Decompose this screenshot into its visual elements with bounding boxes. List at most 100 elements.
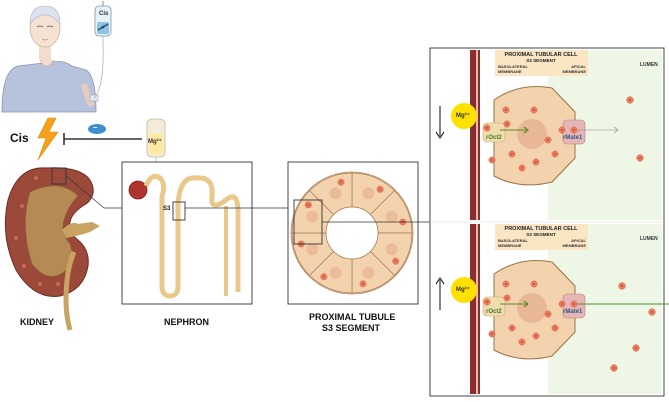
tubule-label-2: S3 SEGMENT (322, 323, 381, 333)
tubule-platinum-dot: Pt (320, 273, 328, 281)
svg-text:Pt: Pt (362, 283, 365, 286)
cortex-spot (14, 236, 18, 240)
svg-text:Pt: Pt (486, 301, 489, 304)
svg-text:Pt: Pt (535, 335, 538, 338)
panel-1-lumen: LUMEN (640, 62, 658, 68)
svg-text:Pt: Pt (561, 303, 564, 306)
cisplatin-iv-bag (93, 1, 112, 99)
cell-platinum-dot: Pt (558, 300, 566, 308)
svg-text:Pt: Pt (505, 283, 508, 286)
svg-text:Pt: Pt (402, 221, 405, 224)
cell-platinum-dot: Pt (503, 294, 511, 302)
svg-text:Pt: Pt (491, 159, 494, 162)
cell-platinum-dot: Pt (488, 156, 496, 164)
cortex-spot (34, 176, 38, 180)
svg-text:Pt: Pt (554, 327, 557, 330)
cell-platinum-dot: Pt (532, 332, 540, 340)
cell-platinum-dot: Pt (508, 150, 516, 158)
svg-text:Pt: Pt (307, 204, 310, 207)
lumen-platinum-dot: Pt (618, 282, 626, 290)
cell-platinum-dot: Pt (518, 164, 526, 172)
minus-label: – (93, 123, 98, 132)
svg-text:Pt: Pt (573, 129, 576, 132)
svg-text:Pt: Pt (613, 367, 616, 370)
panel-1-title-line1: PROXIMAL TUBULAR CELL (504, 52, 578, 58)
panel-1-basolateral: BASOLATERAL MEMBRANE (498, 64, 528, 74)
svg-text:Pt: Pt (521, 167, 524, 170)
svg-text:Pt: Pt (521, 341, 524, 344)
tubule-lumen (325, 206, 379, 260)
panel-1-title-line2: S3 SEGMENT (526, 58, 556, 63)
panel-2-basolateral: BASOLATERAL MEMBRANE (498, 238, 528, 248)
cortex-spot (22, 264, 26, 268)
svg-text:Pt: Pt (635, 347, 638, 350)
kidney-illustration (4, 167, 122, 331)
panel-2-title-line1: PROXIMAL TUBULAR CELL (504, 226, 578, 232)
lumen-platinum-dot: Pt (632, 344, 640, 352)
panel-2-apical: APICAL MEMBRANE (562, 238, 586, 248)
svg-text:Pt: Pt (340, 181, 343, 184)
panel-2-lumen: LUMEN (640, 236, 658, 242)
patient-illustration (1, 5, 99, 113)
nephron-illustration (128, 173, 290, 299)
svg-text:Pt: Pt (533, 283, 536, 286)
cell-platinum-dot: Pt (544, 136, 552, 144)
svg-text:Pt: Pt (323, 276, 326, 279)
magnesium-ion (451, 277, 477, 303)
tubule-platinum-dot: Pt (359, 280, 367, 288)
panel-2-mg: Mg²⁺ (456, 287, 470, 293)
svg-text:Pt: Pt (395, 260, 398, 263)
cell-platinum-dot: Pt (551, 150, 559, 158)
svg-text:Pt: Pt (651, 311, 654, 314)
panel-2-oct2: rOct2 (486, 309, 502, 315)
cortex-spot (56, 282, 60, 286)
cis-label: Cis (10, 131, 29, 145)
cell-platinum-dot: Pt (544, 310, 552, 318)
cell-platinum-dot: Pt (530, 106, 538, 114)
svg-text:Pt: Pt (535, 161, 538, 164)
svg-text:Pt: Pt (505, 109, 508, 112)
svg-text:Pt: Pt (554, 153, 557, 156)
panel-1-oct2: rOct2 (486, 135, 502, 141)
cell-platinum-dot: Pt (508, 324, 516, 332)
svg-text:Pt: Pt (561, 129, 564, 132)
svg-text:Pt: Pt (300, 243, 303, 246)
cell-platinum-dot: Pt (570, 126, 578, 134)
cell-platinum-dot: Pt (502, 106, 510, 114)
kidney-label: KIDNEY (20, 317, 55, 327)
svg-text:Pt: Pt (511, 153, 514, 156)
iv-bag-label: Cis (99, 11, 109, 17)
panel-2-mate1: rMate1 (563, 309, 583, 315)
cell-platinum-dot: Pt (530, 280, 538, 288)
minus-badge (88, 124, 106, 134)
magnesium-ion (451, 103, 477, 129)
cell-platinum-dot: Pt (503, 120, 511, 128)
svg-text:Pt: Pt (639, 157, 642, 160)
lumen-platinum-dot: Pt (626, 96, 634, 104)
svg-text:Pt: Pt (547, 313, 550, 316)
panel-1-mg: Mg²⁺ (456, 113, 470, 119)
tubule-platinum-dot: Pt (376, 185, 384, 193)
cell-platinum-dot: Pt (483, 124, 491, 132)
cell-platinum-dot: Pt (483, 298, 491, 306)
lightning-icon (37, 117, 59, 161)
svg-text:Pt: Pt (491, 333, 494, 336)
lumen-platinum-dot: Pt (610, 364, 618, 372)
svg-text:Pt: Pt (547, 139, 550, 142)
svg-text:Pt: Pt (511, 327, 514, 330)
svg-text:Pt: Pt (506, 123, 509, 126)
cortex-spot (38, 282, 42, 286)
svg-text:Pt: Pt (573, 303, 576, 306)
cell-platinum-dot: Pt (488, 330, 496, 338)
tubule-platinum-dot: Pt (304, 201, 312, 209)
cell-platinum-dot: Pt (518, 338, 526, 346)
cell-platinum-dot: Pt (551, 324, 559, 332)
nephron-label: NEPHRON (164, 317, 210, 327)
svg-text:Pt: Pt (533, 109, 536, 112)
lumen-platinum-dot: Pt (636, 154, 644, 162)
mg-bag-label: Mg²⁺ (148, 139, 162, 145)
cell-platinum-dot: Pt (502, 280, 510, 288)
